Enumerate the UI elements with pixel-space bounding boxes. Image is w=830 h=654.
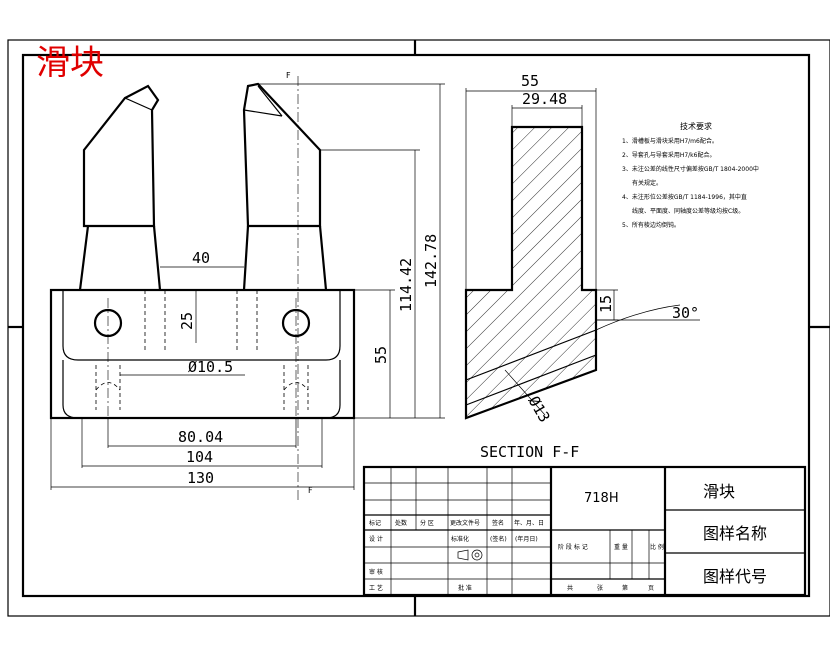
right-finger	[242, 82, 322, 228]
header-mark: 标记	[369, 519, 381, 527]
sheet-unit-label: 张	[597, 584, 603, 592]
material: 718H	[584, 491, 619, 506]
row-design: 设 计	[369, 535, 383, 543]
dim-section-angle: 30°	[672, 304, 699, 322]
row-process: 工 艺	[369, 584, 383, 592]
dim-total-height: 142.78	[422, 234, 440, 288]
note-item: 线度、平面度、同轴度公差等级均按C级。	[632, 207, 744, 215]
dim-hole-offset: 25	[178, 312, 196, 330]
dim-section-width: 55	[521, 72, 539, 90]
note-item: 1、滑槽板与滑块采用H7/m6配合。	[622, 137, 718, 145]
stage-scale: 比 例	[650, 543, 664, 551]
row-signature: (签名)	[490, 535, 507, 543]
title-block: 标记 处数 分 区 更改文件号 签名 年、月、日 设 计 标准化 (签名) (年…	[362, 465, 807, 597]
stamp-text: 滑块	[36, 43, 104, 83]
drawing-code: 图样代号	[703, 567, 767, 586]
drawing-name: 图样名称	[703, 524, 767, 543]
note-item: 3、未注公差的线性尺寸偏差按GB/T 1804-2000中	[622, 165, 759, 173]
dim-hole-spacing: 80.04	[178, 428, 223, 446]
section-view: 55 29.48 15 30° Ø13 SECTION F-F	[464, 72, 700, 461]
section-title: SECTION F-F	[480, 443, 579, 461]
left-finger	[82, 84, 160, 228]
sheet-total-label: 共	[567, 584, 573, 592]
dim-section-step: 15	[597, 295, 615, 313]
technical-notes: 技术要求 1、滑槽板与滑块采用H7/m6配合。 2、导套孔与导套采用H7/k6配…	[622, 121, 759, 229]
note-item: 2、导套孔与导套采用H7/k6配合。	[622, 151, 715, 159]
row-standardization: 标准化	[451, 535, 469, 543]
section-marker-bottom: F	[308, 486, 313, 495]
header-change-doc: 更改文件号	[450, 519, 480, 527]
row-approve: 批 准	[458, 584, 472, 592]
section-marker-top: F	[286, 71, 291, 80]
sheet-no-label: 第	[622, 584, 628, 592]
note-item: 有关规定。	[632, 179, 662, 187]
row-check: 审 核	[369, 568, 383, 576]
front-view: 40 25 Ø10.5 80.04 104 130 55 114.42 142.…	[49, 71, 445, 500]
dim-gap-width: 40	[192, 249, 210, 267]
header-signature: 签名	[492, 519, 504, 527]
note-item: 5、所有棱边均倒钝。	[622, 221, 680, 229]
stage-weight: 重 量	[614, 543, 628, 551]
dim-base-height: 55	[372, 346, 390, 364]
header-date: 年、月、日	[514, 519, 544, 527]
section-outline	[464, 125, 598, 420]
note-item: 4、未注形位公差按GB/T 1184-1996，其中直	[622, 193, 747, 201]
dim-overall-width: 130	[187, 469, 214, 487]
dim-outer-spacing: 104	[186, 448, 213, 466]
header-count: 处数	[395, 519, 407, 527]
notes-title: 技术要求	[680, 121, 712, 131]
dim-hole-diameter: Ø10.5	[188, 358, 233, 376]
dim-section-inner-width: 29.48	[522, 90, 567, 108]
row-date: (年月日)	[515, 535, 538, 543]
part-name: 滑块	[703, 482, 735, 501]
projection-symbol-icon	[457, 549, 483, 561]
dim-mid-height: 114.42	[397, 258, 415, 312]
stage-mark: 阶 段 标 记	[558, 543, 588, 551]
base-block	[49, 288, 356, 420]
page-label: 页	[648, 585, 654, 592]
header-zone: 分 区	[420, 519, 434, 527]
dim-section-diameter: Ø13	[525, 393, 554, 425]
